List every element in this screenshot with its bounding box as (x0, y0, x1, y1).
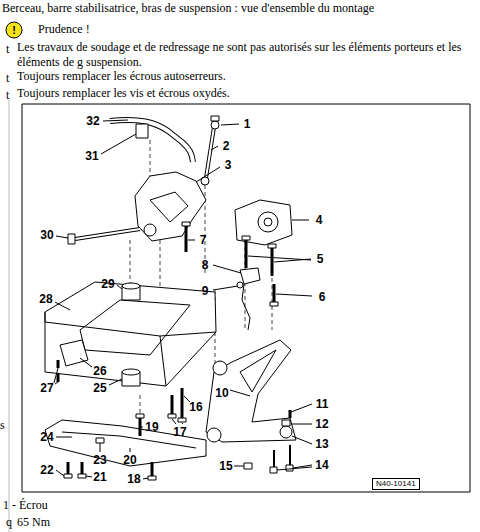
margin-rule (9, 100, 10, 532)
callout-number: 16 (189, 401, 202, 414)
bolts (168, 388, 186, 422)
callout-number: 3 (225, 159, 232, 172)
note-text: Les travaux de soudage et de redressage … (17, 40, 472, 70)
note-text: 65 Nm (17, 515, 50, 530)
note-text: q (6, 515, 12, 530)
note-text: Toujours remplacer les vis et écrous oxy… (17, 86, 230, 101)
callout-number: 13 (315, 438, 328, 451)
callout-number: 19 (145, 421, 158, 434)
subframe-bracket (135, 172, 206, 241)
note-text: ! (12, 24, 16, 36)
callout-number: 22 (40, 464, 53, 477)
bolt (68, 229, 140, 244)
note-text: t (6, 42, 9, 57)
level-sensor (237, 268, 260, 330)
callout-number: 24 (40, 431, 53, 444)
callout-number: 18 (127, 473, 140, 486)
callout-number: 30 (40, 229, 53, 242)
callout-number: 14 (315, 459, 328, 472)
callout-number: 8 (202, 259, 209, 272)
callout-number: 10 (215, 387, 228, 400)
callout-number: 11 (316, 398, 329, 411)
bearing-bushing (235, 200, 292, 245)
leader-lines (54, 120, 312, 479)
stabilizer-bar (110, 120, 193, 162)
note-text: s (0, 418, 5, 433)
crossmember (45, 414, 206, 480)
note-text: Prudence ! (38, 22, 90, 37)
callout-number: 20 (123, 454, 136, 467)
note-text: t (6, 88, 9, 103)
callout-number: 21 (93, 471, 106, 484)
callout-number: 1 (244, 118, 251, 131)
callout-number: 25 (93, 382, 106, 395)
callout-number: 9 (202, 285, 209, 298)
callout-number: 5 (317, 253, 324, 266)
callout-number: 6 (319, 291, 326, 304)
note-text: 1 - Écrou (3, 498, 48, 513)
control-arm (206, 340, 296, 442)
callout-number: 27 (40, 382, 53, 395)
callout-number: 32 (86, 115, 99, 128)
figure-frame (22, 104, 470, 492)
coupling-rod (201, 116, 219, 185)
callout-number: 26 (93, 365, 106, 378)
note-text: Toujours remplacer les écrous autoserreu… (17, 69, 226, 84)
callout-number: 17 (173, 426, 186, 439)
subframe (45, 282, 216, 386)
warning-icon (6, 22, 22, 38)
page-title: Berceau, barre stabilisatrice, bras de s… (2, 1, 374, 16)
callout-number: 31 (85, 150, 98, 163)
callout-number: 15 (219, 460, 232, 473)
callout-number: 12 (315, 418, 328, 431)
callout-number: 4 (316, 214, 323, 227)
callout-number: 29 (101, 278, 114, 291)
callout-number: 23 (93, 454, 106, 467)
callout-number: 28 (39, 293, 52, 306)
figure-id: N40-10141 (376, 479, 416, 489)
figure-id-box: N40-10141 (372, 478, 420, 490)
callout-number: 2 (223, 140, 230, 153)
callout-number: 7 (200, 234, 207, 247)
note-text: t (6, 71, 9, 86)
